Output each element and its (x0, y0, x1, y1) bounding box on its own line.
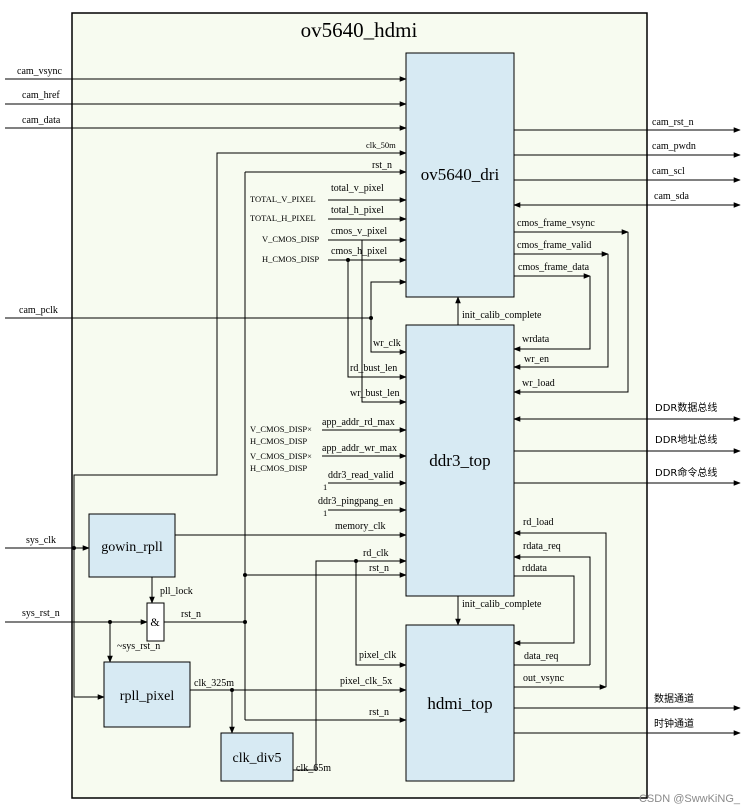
ddr3-top-label: ddr3_top (429, 451, 490, 470)
and-gate-label: & (150, 615, 160, 629)
label-const-v-cmos-2: V_CMOS_DISP× (250, 424, 312, 434)
label-clk-50m: clk_50m (366, 140, 396, 150)
label-init-calib-up: init_calib_complete (462, 310, 542, 321)
label-const-v-cmos-3: V_CMOS_DISP× (250, 451, 312, 461)
label-cam-sda: cam_sda (654, 191, 690, 202)
label-not-sys-rst-n: ~sys_rst_n (117, 641, 160, 652)
label-clk-325m: clk_325m (194, 678, 234, 689)
label-hdmi-rst-n: rst_n (369, 707, 389, 718)
label-cmos-h-pixel: cmos_h_pixel (331, 246, 387, 257)
label-init-calib-down: init_calib_complete (462, 599, 542, 610)
label-cam-scl: cam_scl (652, 166, 685, 177)
clk-div5-block: clk_div5 (220, 732, 294, 782)
label-const-one-b: 1 (323, 508, 327, 518)
label-clock-channel: 时钟通道 (654, 717, 694, 730)
label-const-h-cmos-3: H_CMOS_DISP (250, 463, 307, 473)
label-rd-bust-len: rd_bust_len (350, 363, 397, 374)
label-rddata: rddata (522, 563, 548, 574)
label-out-vsync: out_vsync (523, 673, 565, 684)
label-cmos-frame-vsync: cmos_frame_vsync (517, 218, 595, 229)
label-cam-pclk: cam_pclk (19, 305, 58, 316)
label-wr-bust-len: wr_bust_len (350, 388, 399, 399)
label-ddr-data-bus: DDR数据总线 (655, 401, 717, 414)
label-ddr3-pingpang-en: ddr3_pingpang_en (318, 496, 393, 507)
label-const-total-h: TOTAL_H_PIXEL (250, 213, 316, 223)
label-cam-rst-n: cam_rst_n (652, 117, 694, 128)
label-cam-pwdn: cam_pwdn (652, 141, 696, 152)
label-const-v-cmos: V_CMOS_DISP (262, 234, 319, 244)
label-const-total-v: TOTAL_V_PIXEL (250, 194, 316, 204)
label-total-h-pixel: total_h_pixel (331, 205, 384, 216)
rpll-pixel-label: rpll_pixel (120, 689, 175, 704)
label-cmos-frame-data: cmos_frame_data (518, 262, 590, 273)
hdmi-top-label: hdmi_top (427, 694, 492, 713)
label-cmos-v-pixel: cmos_v_pixel (331, 226, 387, 237)
gowin-rpll-label: gowin_rpll (101, 540, 163, 555)
label-total-v-pixel: total_v_pixel (331, 183, 384, 194)
label-const-h-cmos: H_CMOS_DISP (262, 254, 319, 264)
label-const-h-cmos-2: H_CMOS_DISP (250, 436, 307, 446)
gowin-rpll-block: gowin_rpll (88, 513, 176, 578)
label-wr-clk: wr_clk (373, 338, 401, 349)
rpll-pixel-block: rpll_pixel (103, 661, 191, 728)
label-data-channel: 数据通道 (654, 692, 694, 705)
label-cam-data: cam_data (22, 115, 61, 126)
and-gate: & (146, 602, 165, 642)
label-const-one-a: 1 (323, 482, 327, 492)
ov5640-dri-block: ov5640_dri (405, 52, 515, 298)
label-ddr-rst-n: rst_n (369, 563, 389, 574)
label-rd-load: rd_load (523, 517, 554, 528)
label-pixel-clk: pixel_clk (359, 650, 396, 661)
label-cam-vsync: cam_vsync (17, 66, 63, 77)
label-memory-clk: memory_clk (335, 521, 386, 532)
label-app-addr-rd-max: app_addr_rd_max (322, 417, 395, 428)
label-rdata-req: rdata_req (523, 541, 561, 552)
module-title: ov5640_hdmi (301, 18, 418, 42)
label-cam-href: cam_href (22, 90, 60, 101)
ov5640-dri-label: ov5640_dri (421, 165, 500, 184)
label-ddr-cmd-bus: DDR命令总线 (655, 466, 717, 479)
label-app-addr-wr-max: app_addr_wr_max (322, 443, 397, 454)
label-wrdata: wrdata (522, 334, 550, 345)
wires (5, 76, 741, 771)
clk-div5-label: clk_div5 (233, 751, 282, 766)
label-wr-load: wr_load (522, 378, 555, 389)
junction-dots (72, 258, 373, 692)
label-sys-clk: sys_clk (26, 535, 56, 546)
hdmi-top-block: hdmi_top (405, 624, 515, 782)
label-clk-65m: clk_65m (296, 763, 331, 774)
label-pll-lock: pll_lock (160, 586, 193, 597)
label-and-rst-n: rst_n (181, 609, 201, 620)
label-data-req: data_req (524, 651, 558, 662)
ddr3-top-block: ddr3_top (405, 324, 515, 597)
label-cmos-frame-valid: cmos_frame_valid (517, 240, 591, 251)
label-wr-en: wr_en (524, 354, 549, 365)
label-ddr3-read-valid: ddr3_read_valid (328, 470, 394, 481)
label-rd-clk: rd_clk (363, 548, 389, 559)
label-pixel-clk-5x: pixel_clk_5x (340, 676, 392, 687)
label-sys-rst-n: sys_rst_n (22, 608, 60, 619)
watermark: CSDN @SwwKiNG_ (639, 793, 741, 805)
label-ddr-addr-bus: DDR地址总线 (655, 433, 717, 446)
label-dri-rst-n: rst_n (372, 160, 392, 171)
